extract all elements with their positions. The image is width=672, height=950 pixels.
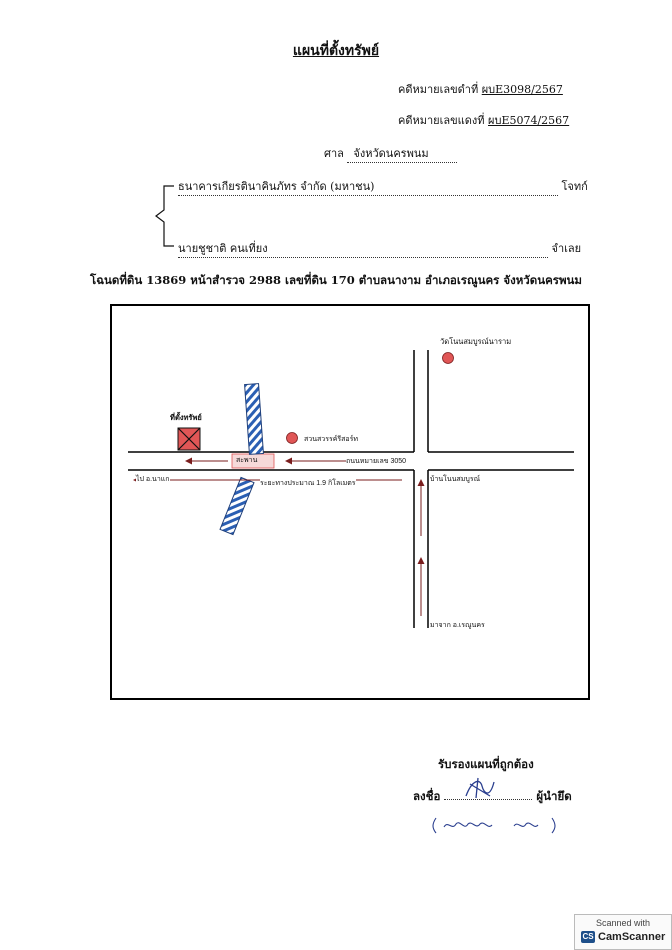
court-label: ศาล bbox=[324, 147, 344, 160]
plaintiff-row: ธนาคารเกียรตินาคินภัทร จำกัด (มหาชน) โจท… bbox=[178, 177, 588, 196]
temple-label: วัดโนนสมบูรณ์นาราม bbox=[440, 337, 512, 346]
canal-hatched bbox=[219, 383, 264, 536]
signature-mark bbox=[465, 777, 495, 799]
garden-marker bbox=[286, 432, 298, 444]
red-case-row: คดีหมายเลขแดงที่ ผบE5074/2567 bbox=[398, 111, 569, 129]
defendant-role: จำเลย bbox=[551, 242, 582, 255]
defendant-name: นายชูชาติ คนเที่ยง bbox=[178, 242, 268, 255]
map-drawing bbox=[128, 350, 574, 628]
black-case-label: คดีหมายเลขดำที่ bbox=[398, 83, 479, 96]
scanner-top-text: Scanned with bbox=[595, 918, 651, 928]
red-case-label: คดีหมายเลขแดงที่ bbox=[398, 114, 485, 127]
certify-text: รับรองแผนที่ถูกต้อง bbox=[438, 757, 534, 771]
village-label: บ้านโนนสมบูรณ์ bbox=[430, 476, 481, 483]
court-name-field: จังหวัดนครพนม bbox=[347, 144, 458, 163]
location-map: วัดโนนสมบูรณ์นาราม ที่ตั้งทรัพย์ สวนสวรร… bbox=[110, 304, 590, 700]
red-case-number: ผบE5074/2567 bbox=[488, 114, 570, 127]
scanner-brand-text: CamScanner bbox=[598, 931, 666, 943]
signatory-name-handwritten bbox=[432, 817, 556, 834]
signature-field bbox=[444, 799, 533, 800]
main-road bbox=[128, 451, 574, 471]
road-label: ถนนหมายเลข 3050 bbox=[346, 456, 407, 467]
cross-road bbox=[413, 350, 429, 628]
defendant-row: นายชูชาติ คนเที่ยง จำเลย bbox=[178, 239, 581, 258]
court-name: จังหวัดนครพนม bbox=[353, 147, 429, 160]
plaintiff-name: ธนาคารเกียรตินาคินภัทร จำกัด (มหาชน) bbox=[178, 180, 375, 193]
distance-label: ระยะทางประมาณ 1.9 กิโลเมตร bbox=[260, 478, 356, 489]
plaintiff-role: โจทก์ bbox=[561, 180, 588, 193]
court-row: ศาล จังหวัดนครพนม bbox=[324, 144, 458, 163]
land-title-info: โฉนดที่ดิน 13869 หน้าสำรวจ 2988 เลขที่ดิ… bbox=[90, 273, 582, 287]
signature-row: ลงชื่อ ผู้นำยึด bbox=[413, 788, 572, 806]
page-title: แผนที่ตั้งทรัพย์ bbox=[292, 43, 380, 59]
sign-role: ผู้นำยึด bbox=[536, 789, 572, 803]
sign-label: ลงชื่อ bbox=[413, 789, 441, 803]
defendant-field: นายชูชาติ คนเที่ยง bbox=[178, 239, 548, 258]
to-label: ไป อ.นาแก bbox=[136, 474, 170, 485]
property-marker bbox=[177, 427, 201, 451]
garden-label: สวนสวรรค์รีสอร์ท bbox=[304, 436, 359, 443]
party-bracket bbox=[155, 185, 174, 247]
from-label: มาจาก อ.เรณูนคร bbox=[430, 622, 485, 629]
camscanner-logo-icon: CS bbox=[581, 931, 595, 944]
temple-marker bbox=[442, 352, 454, 364]
plaintiff-field: ธนาคารเกียรตินาคินภัทร จำกัด (มหาชน) bbox=[178, 177, 558, 196]
black-case-row: คดีหมายเลขดำที่ ผบE3098/2567 bbox=[398, 80, 563, 98]
black-case-number: ผบE3098/2567 bbox=[481, 83, 563, 96]
property-label: ที่ตั้งทรัพย์ bbox=[170, 413, 202, 422]
bridge-label: สะพาน bbox=[236, 457, 258, 464]
